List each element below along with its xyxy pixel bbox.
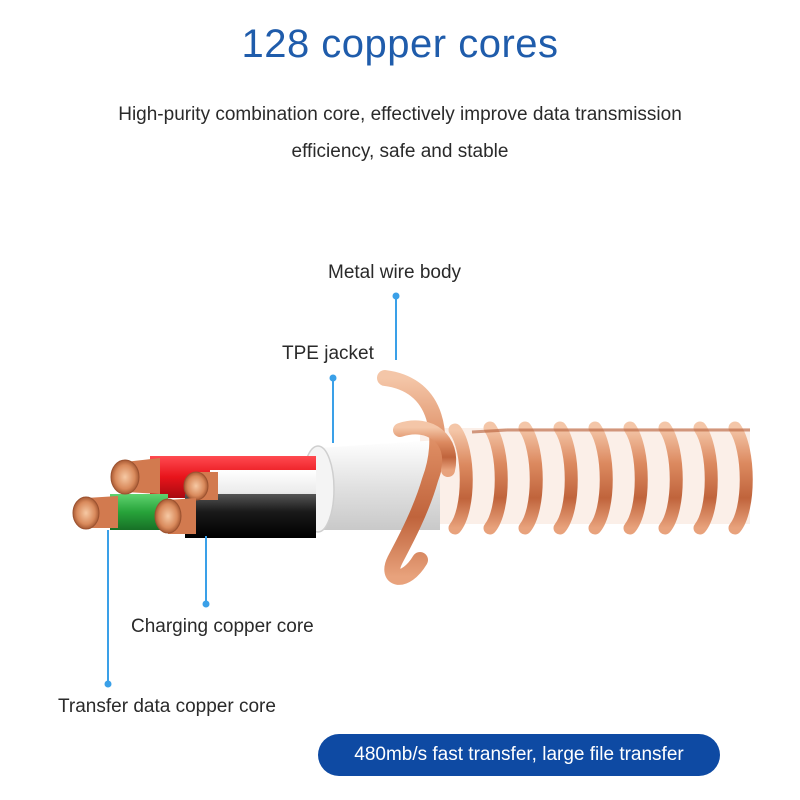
copper-strand-black [154,498,196,534]
page-title: 128 copper cores [241,22,559,66]
copper-strand-white [183,471,218,501]
page-subtitle: High-purity combination core, effectivel… [118,104,682,162]
copper-strand-red [110,458,160,495]
copper-strand-green [72,496,118,530]
transfer-speed-badge: 480mb/s fast transfer, large file transf… [318,734,720,776]
spiral-loose-ring [377,370,457,585]
label-metal-wire-body: Metal wire body [328,262,462,283]
tpe-jacket [301,440,440,533]
wire-green [110,494,168,530]
leader-lines [104,292,400,688]
label-tpe-jacket: TPE jacket [282,343,374,364]
wire-black [185,494,316,538]
metal-spiral-body [420,421,753,535]
label-transfer-data-copper-core: Transfer data copper core [58,696,276,717]
label-charging-copper-core: Charging copper core [131,616,314,637]
